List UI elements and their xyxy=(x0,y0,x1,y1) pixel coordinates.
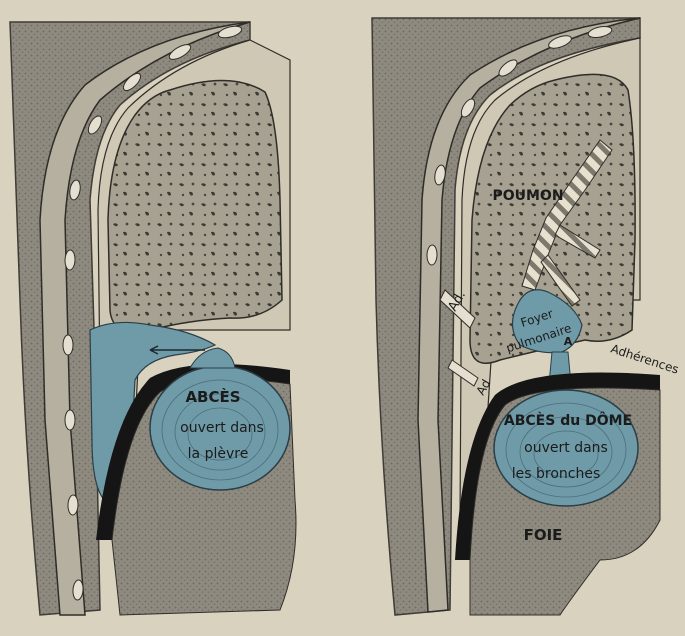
left-figure: ABCÈS ouvert dans la plèvre xyxy=(10,22,296,615)
right-focus-marker: A xyxy=(564,335,573,348)
left-abscess-line3: la plèvre xyxy=(188,446,249,462)
right-adhesions-label: Adhérences xyxy=(609,342,680,377)
right-liver-label: FOIE xyxy=(524,526,563,544)
right-abscess-line3: les bronches xyxy=(512,466,601,482)
right-lung-label: POUMON xyxy=(492,188,563,204)
left-lung xyxy=(108,80,282,331)
left-abscess-title: ABCÈS xyxy=(185,387,240,406)
right-abscess-line2: ouvert dans xyxy=(524,440,608,456)
right-abscess-title: ABCÈS du DÔME xyxy=(504,411,632,429)
right-figure: POUMON Ad. Ad Foyer pulmonaire A Adhéren… xyxy=(372,18,680,615)
left-abscess-line2: ouvert dans xyxy=(180,420,264,436)
